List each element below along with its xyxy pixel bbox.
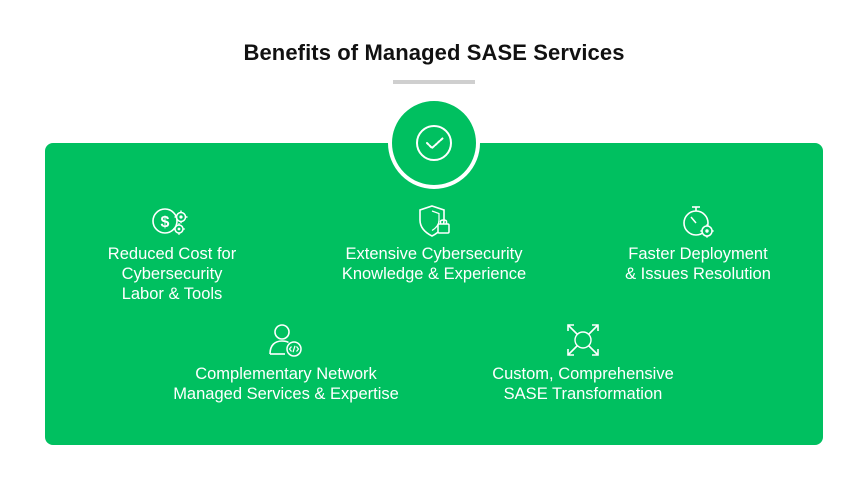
benefit-label: Complementary Network Managed Services &… — [173, 365, 399, 403]
title-underline — [393, 80, 475, 84]
stopwatch-gear-icon — [683, 206, 714, 238]
benefit-reduced-cost: $ Reduced Cost for Cybersecurity Labor &… — [72, 204, 272, 304]
page-title: Benefits of Managed SASE Services — [243, 40, 625, 65]
benefit-label: Extensive Cybersecurity Knowledge & Expe… — [341, 245, 527, 283]
user-code-icon — [269, 324, 302, 357]
check-badge — [388, 97, 480, 189]
expand-arrows-icon — [567, 324, 599, 356]
benefit-label: Reduced Cost for Cybersecurity Labor & T… — [107, 245, 237, 303]
benefit-complementary-network: Complementary Network Managed Services &… — [146, 322, 426, 404]
benefit-cybersecurity-knowledge: Extensive Cybersecurity Knowledge & Expe… — [314, 204, 554, 284]
benefit-custom-sase: Custom, Comprehensive SASE Transformatio… — [463, 322, 703, 404]
shield-lock-icon — [419, 205, 450, 237]
benefits-panel — [45, 143, 823, 445]
benefit-label: Faster Deployment & Issues Resolution — [625, 245, 771, 283]
benefit-label: Custom, Comprehensive SASE Transformatio… — [492, 365, 674, 403]
benefit-faster-deployment: Faster Deployment & Issues Resolution — [586, 204, 810, 284]
dollar-gears-icon: $ — [152, 208, 188, 235]
svg-text:$: $ — [161, 214, 170, 231]
check-circle-icon — [416, 125, 452, 161]
